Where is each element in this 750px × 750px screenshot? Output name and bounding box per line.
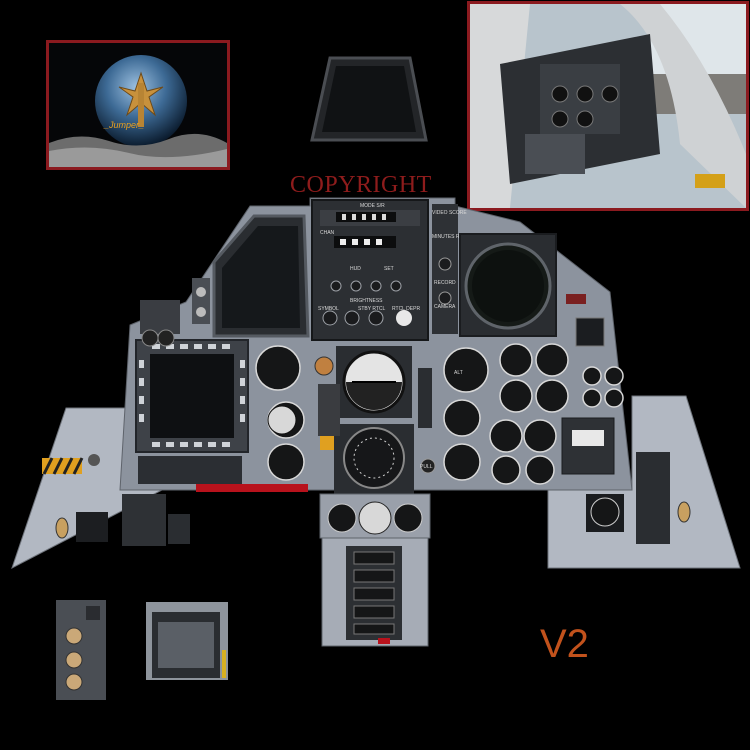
reference-photo — [467, 1, 749, 211]
logo-text: _Jumper_ — [104, 120, 145, 130]
chan-label: CHAN — [320, 230, 335, 236]
hud-label: HUD — [350, 266, 361, 272]
rtcl-depr-label: RTCL DEPR — [392, 306, 420, 312]
alt-label: ALT — [454, 370, 463, 376]
copyright-watermark: COPYRIGHT — [290, 172, 432, 198]
camera-label: CAMERA — [434, 304, 456, 310]
mode-label: MODE S/R — [360, 203, 385, 209]
minutes-remain-label: MINUTES REMAIN — [432, 234, 476, 240]
stby-rtcl-label: STBY RTCL — [358, 306, 386, 312]
logo-image — [49, 43, 227, 167]
logo-thumbnail — [46, 40, 230, 170]
record-label: RECORD — [434, 280, 456, 286]
pull-label: PULL — [420, 464, 433, 470]
brightness-label: BRIGHTNESS — [350, 298, 383, 304]
version-label: V2 — [540, 622, 589, 666]
set-label: SET — [384, 266, 394, 272]
video-score-label: VIDEO SCORE — [432, 210, 467, 216]
reference-photo-image — [470, 4, 746, 208]
symbol-label: SYMBOL — [318, 306, 339, 312]
